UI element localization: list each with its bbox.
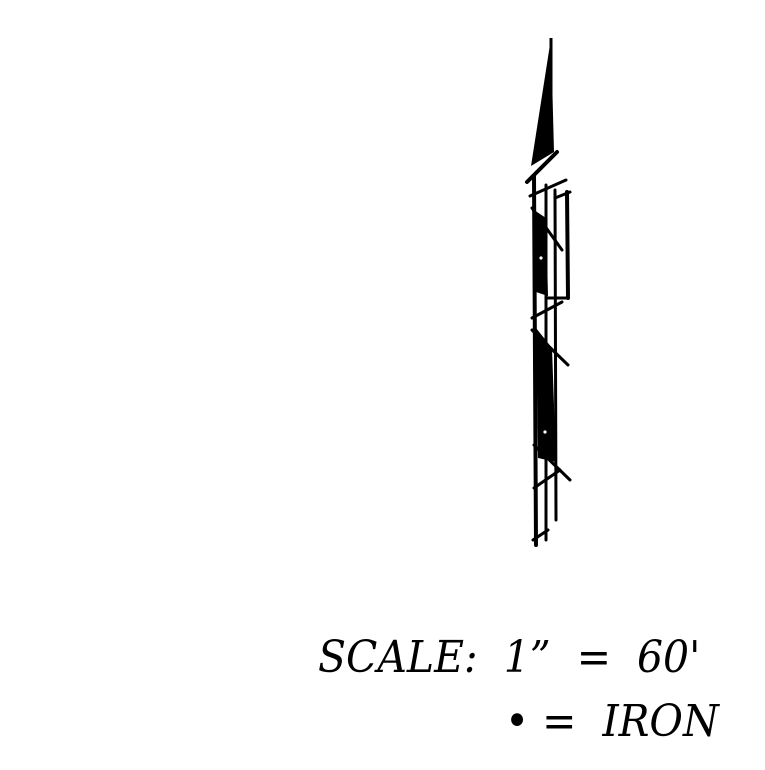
iron-marker (539, 256, 543, 260)
iron-marker (543, 430, 547, 434)
east-boundary-upper (565, 190, 570, 300)
north-arrow-icon (525, 38, 559, 184)
filled-lots (534, 210, 556, 462)
north-arrow-head (531, 38, 554, 166)
north-arrow-tail-tick (525, 150, 559, 184)
upper-lot-top (553, 190, 572, 200)
iron-markers (539, 256, 547, 434)
filled-lot-upper (534, 210, 548, 296)
boundary-tick-1 (528, 178, 568, 198)
filled-lot-lower (536, 328, 556, 462)
scale-label: SCALE: 1” = 60' (318, 632, 701, 683)
boundary-tick-6 (532, 468, 562, 490)
west-boundary-line (532, 174, 538, 547)
boundary-tick-7 (531, 528, 550, 542)
iron-legend-label: • = IRON (505, 696, 719, 747)
boundary-tick-3 (530, 300, 564, 320)
